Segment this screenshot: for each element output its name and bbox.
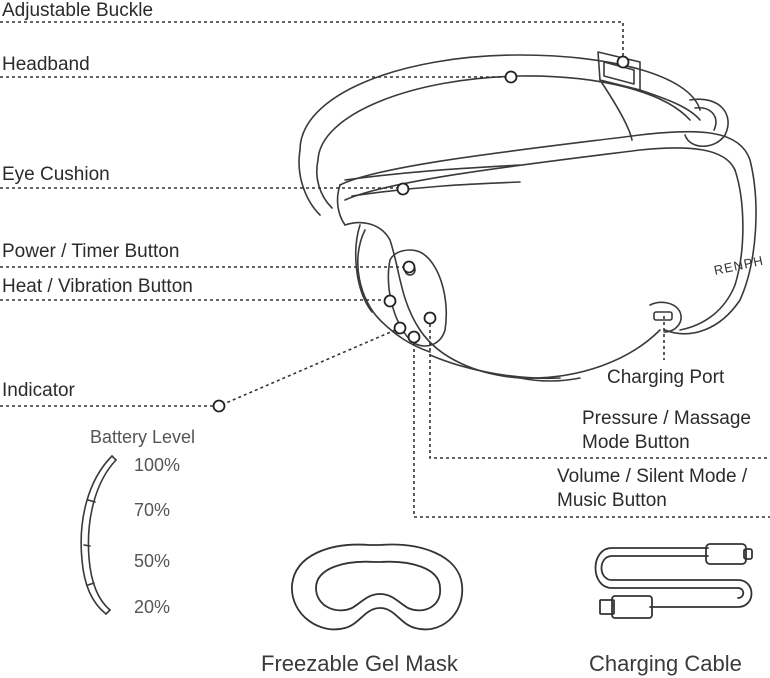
cable-line <box>600 555 753 608</box>
label-pressure-massage-line1: Pressure / Massage <box>582 408 751 429</box>
leader-volume-music <box>413 337 770 518</box>
battery-level-title: Battery Level <box>90 427 196 447</box>
label-volume-music-line1: Volume / Silent Mode / <box>557 466 748 487</box>
label-adjustable-buckle: Adjustable Buckle <box>2 0 154 21</box>
label-indicator: Indicator <box>2 380 75 401</box>
gel-mask-outline <box>291 543 463 631</box>
label-headband: Headband <box>2 54 90 75</box>
usb-c-connector <box>705 543 747 565</box>
label-pressure-massage-line2: Mode Button <box>582 432 690 453</box>
headband-outline <box>299 54 701 151</box>
dot-volume <box>407 330 421 344</box>
battery-level-100: 100% <box>134 455 181 475</box>
control-panel <box>387 249 448 347</box>
usb-a-connector <box>611 595 653 619</box>
battery-level-20: 20% <box>134 597 171 617</box>
battery-indicator-arc <box>80 455 113 615</box>
battery-level-70: 70% <box>134 500 171 520</box>
dot-power <box>402 260 416 274</box>
dot-indicator <box>212 399 226 413</box>
dot-eye-cushion <box>396 182 410 196</box>
dot-buckle <box>616 55 630 69</box>
label-heat-vibration-button: Heat / Vibration Button <box>2 276 193 297</box>
dot-headband <box>504 70 518 84</box>
label-gel-mask: Freezable Gel Mask <box>261 651 458 676</box>
label-volume-music-line2: Music Button <box>557 490 667 511</box>
shell-outline <box>339 130 757 335</box>
label-charging-port: Charging Port <box>607 367 725 388</box>
dot-indicator-device <box>393 321 407 335</box>
leader-pressure-massage <box>429 318 770 459</box>
dot-heat <box>383 294 397 308</box>
label-power-timer-button: Power / Timer Button <box>2 241 180 262</box>
battery-level-50: 50% <box>134 551 171 571</box>
leader-adjustable-buckle <box>0 21 624 58</box>
label-eye-cushion: Eye Cushion <box>2 164 110 185</box>
dot-pressure <box>423 311 437 325</box>
label-charging-cable: Charging Cable <box>589 651 742 676</box>
